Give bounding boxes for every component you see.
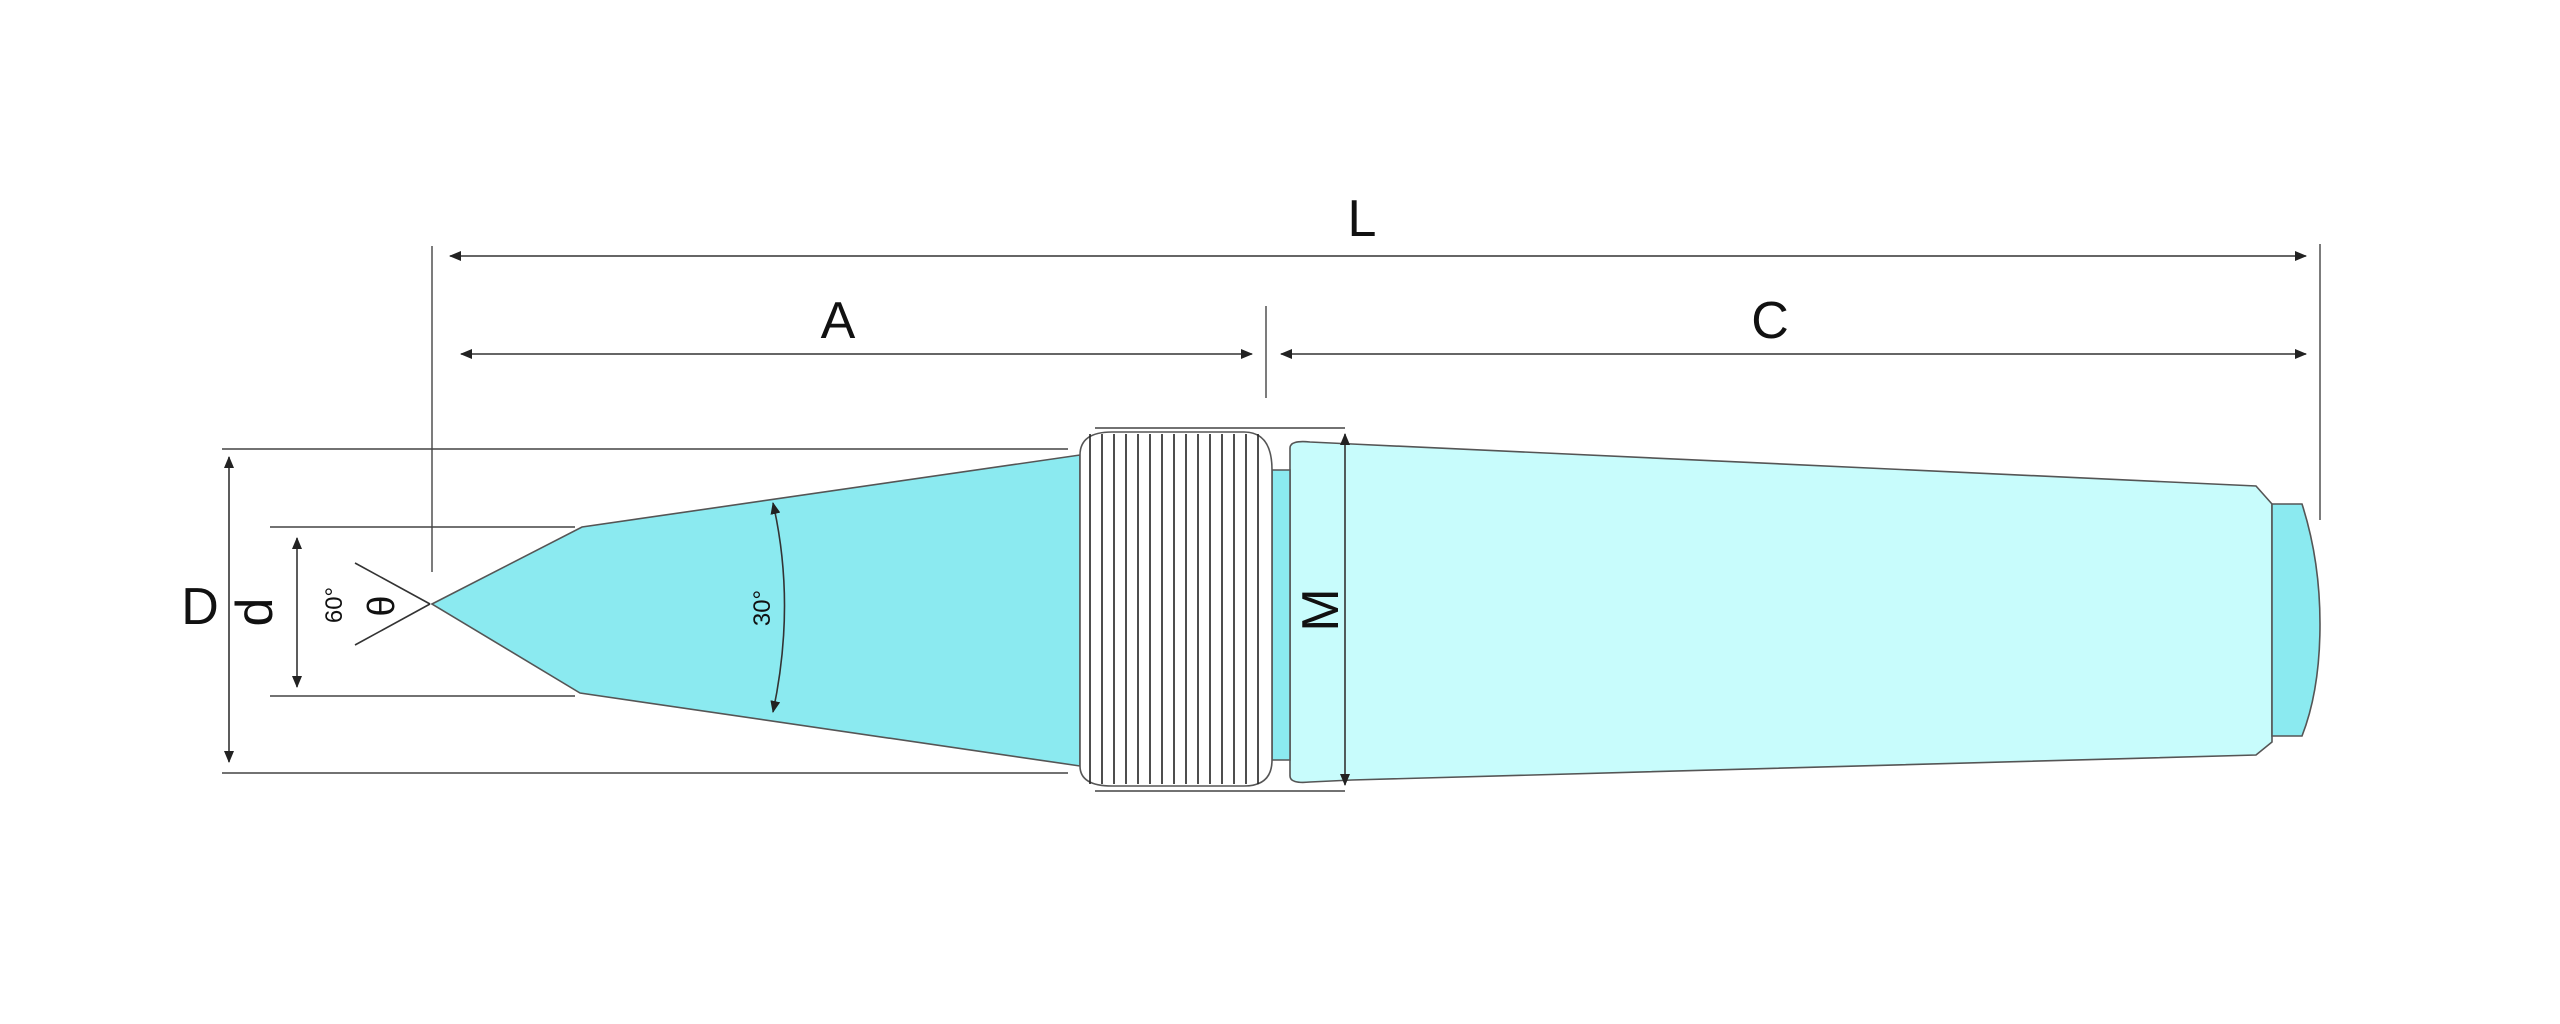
- label-d: D: [181, 578, 219, 636]
- label-tip-angle: 60°: [321, 587, 348, 623]
- tip-angle-line-upper: [354, 562, 431, 605]
- taper-angle-arc: [770, 502, 786, 713]
- tip-angle-line-lower: [354, 603, 431, 646]
- shank-body: [1289, 440, 2273, 784]
- label-taper-angle: 30°: [749, 590, 776, 626]
- label-small-d: d: [226, 598, 284, 627]
- label-m: M: [1292, 588, 1350, 631]
- shank-end-cap: [2271, 503, 2321, 737]
- label-a: A: [821, 292, 856, 350]
- label-c: C: [1751, 292, 1789, 350]
- knurled-collar: [1079, 431, 1273, 787]
- knurl-lines: [1089, 434, 1259, 784]
- neck-groove: [1271, 469, 1291, 761]
- label-theta: θ: [361, 595, 403, 616]
- label-l: L: [1348, 190, 1377, 248]
